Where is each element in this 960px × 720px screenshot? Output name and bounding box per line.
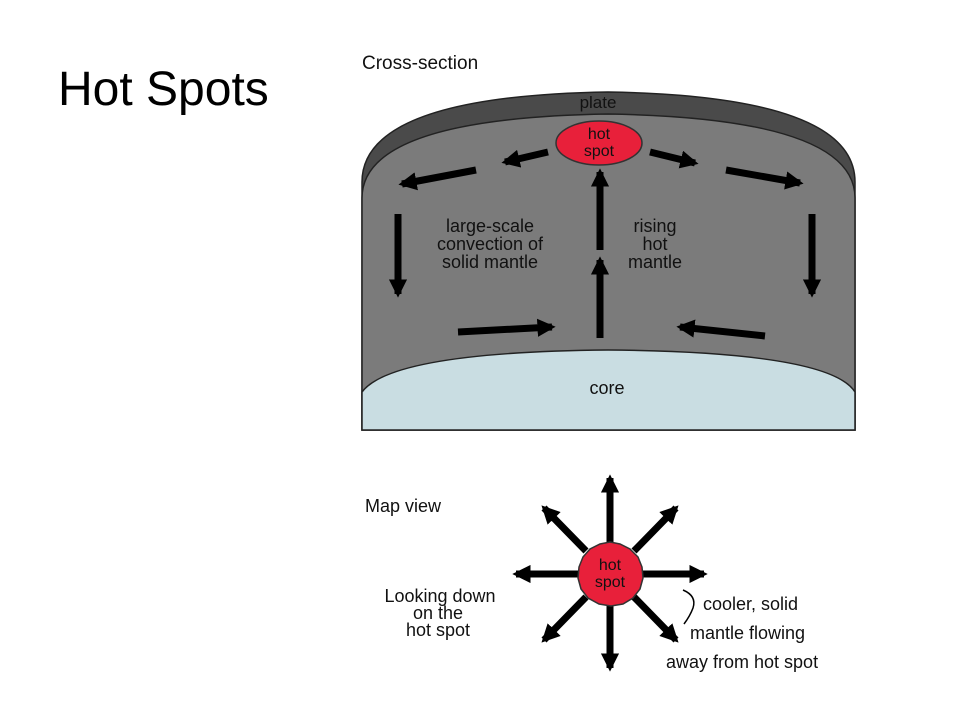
flow-label-line3: away from hot spot xyxy=(666,652,818,672)
flow-label-line2: mantle flowing xyxy=(690,623,805,643)
slide-title: Hot Spots xyxy=(58,63,269,116)
convection-label-line2: convection of xyxy=(437,234,544,254)
looking-label-line1: Looking down xyxy=(384,586,495,606)
rising-label-line2: hot xyxy=(642,234,667,254)
map-hot-spot-blob xyxy=(577,541,644,607)
looking-label-line2: on the xyxy=(413,603,463,623)
arrow-icon xyxy=(676,319,766,340)
rising-label-line1: rising xyxy=(633,216,676,236)
convection-label-line3: solid mantle xyxy=(442,252,538,272)
map-hot-spot-label-line1: hot xyxy=(599,557,622,574)
core-layer xyxy=(361,349,856,431)
convection-label-line1: large-scale xyxy=(446,216,534,236)
cross-section-heading: Cross-section xyxy=(362,53,478,74)
flow-bracket xyxy=(682,589,695,625)
arrow-icon xyxy=(649,148,699,169)
core-label: core xyxy=(589,378,624,398)
arrow-icon xyxy=(541,505,589,554)
hot-spot-label-line2: spot xyxy=(584,143,615,160)
plate-label: plate xyxy=(580,93,617,112)
hot-spot-label-line1: hot xyxy=(588,126,611,143)
arrow-icon xyxy=(501,148,549,168)
hot-spot-blob xyxy=(555,120,643,166)
arrow-icon xyxy=(631,594,679,643)
map-view-heading: Map view xyxy=(365,496,442,516)
flow-label-line1: cooler, solid xyxy=(703,594,798,614)
arrow-icon xyxy=(541,594,589,643)
rising-label-line3: mantle xyxy=(628,252,682,272)
arrow-icon xyxy=(631,505,679,554)
looking-label-line3: hot spot xyxy=(406,620,470,640)
arrow-icon xyxy=(457,318,556,337)
map-hot-spot-label-line2: spot xyxy=(595,574,626,591)
arrow-icon xyxy=(398,166,477,191)
arrow-icon xyxy=(725,166,804,190)
